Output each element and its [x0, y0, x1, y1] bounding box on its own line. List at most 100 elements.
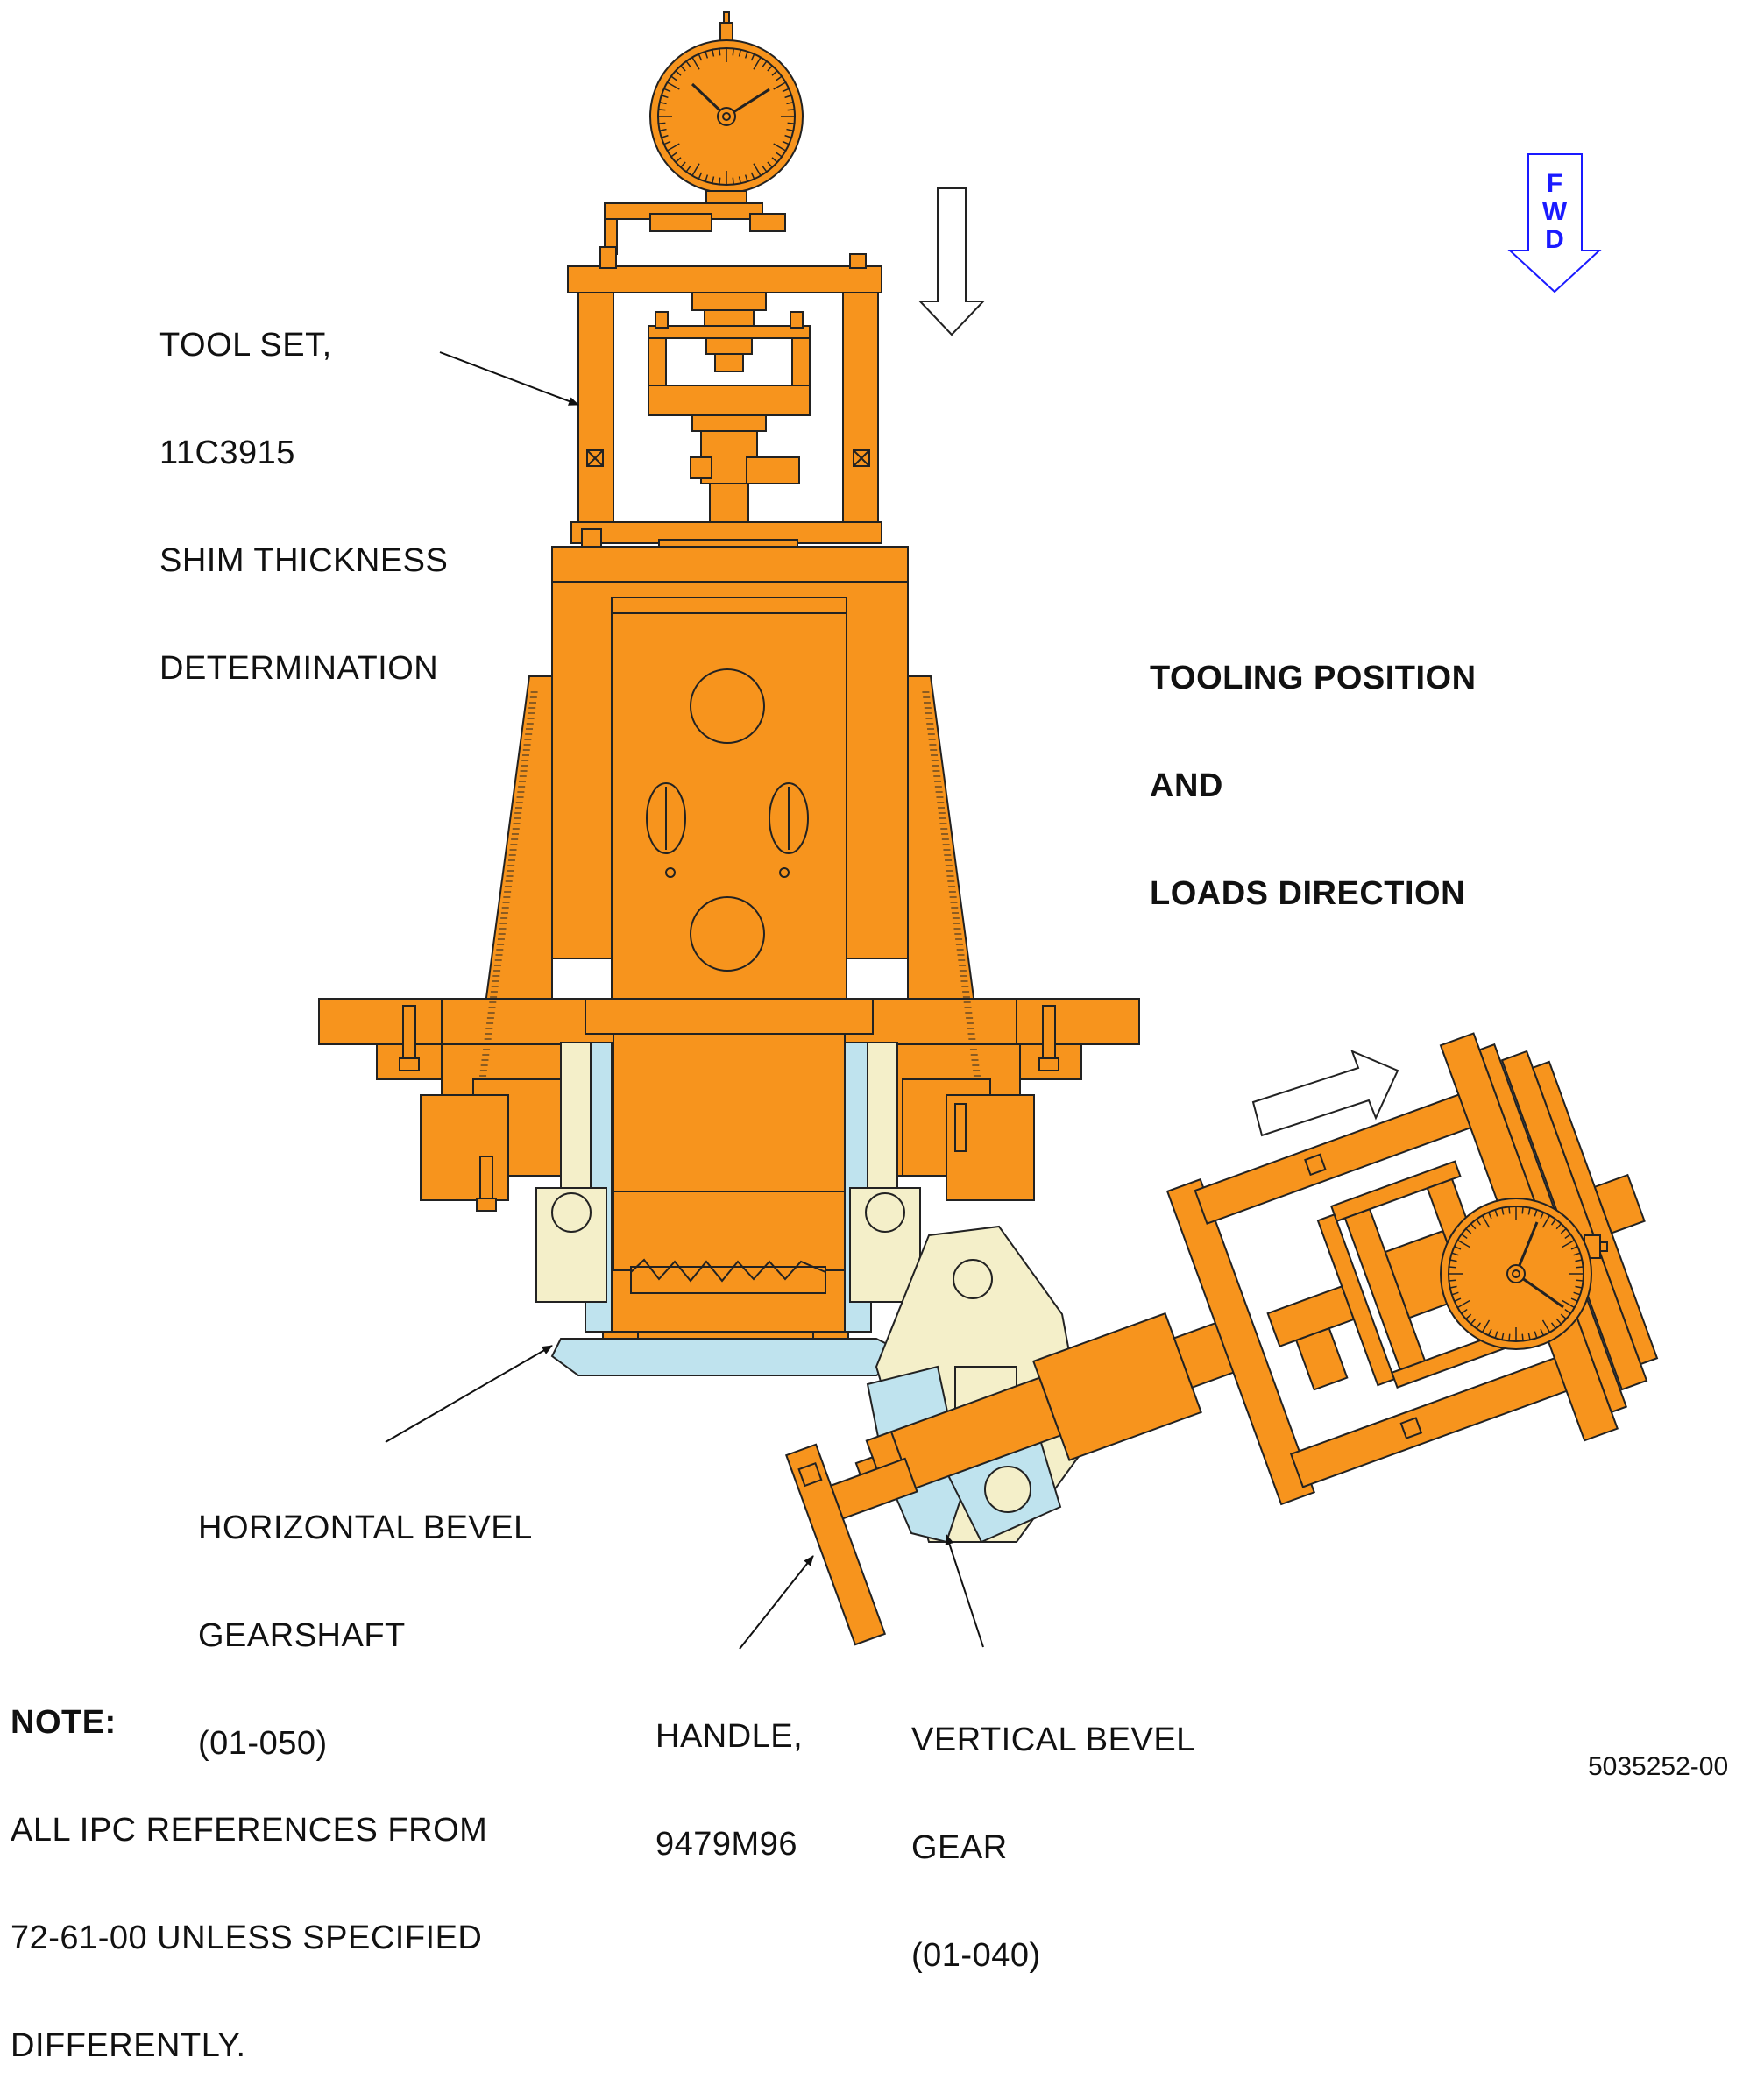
dial-tick: [691, 57, 700, 70]
tool-set-line3: SHIM THICKNESS: [159, 542, 449, 579]
dial-tick: [1481, 1319, 1491, 1333]
vertical-bevel-line2: GEAR: [911, 1829, 1008, 1866]
dial-tick: [1451, 1291, 1459, 1296]
dial-tick: [738, 176, 741, 184]
dial-tick: [753, 163, 762, 176]
dial-tick: [1540, 1328, 1545, 1336]
dial-tick: [786, 102, 794, 105]
upper-dial-ticks: [658, 48, 795, 185]
tooling-position-line2: AND: [1150, 767, 1223, 804]
dial-tick: [1562, 1239, 1576, 1248]
tooling-position-line3: LOADS DIRECTION: [1150, 875, 1466, 912]
dial-tick: [1454, 1297, 1462, 1303]
dial-tick: [661, 134, 669, 138]
dial-tick: [1461, 1308, 1468, 1314]
tooling-position-line1: TOOLING POSITION: [1150, 660, 1477, 696]
dial-tick: [1570, 1297, 1578, 1303]
dial-tick: [1540, 1212, 1545, 1220]
dial-tick: [1555, 1223, 1562, 1230]
dial-tick: [670, 152, 677, 158]
dial-tick: [1494, 1331, 1498, 1339]
dial-tick: [767, 65, 773, 72]
dial-tick: [1449, 1259, 1457, 1262]
tool-set-line2: 11C3915: [159, 435, 295, 471]
dial-tick: [1562, 1299, 1576, 1309]
dial-tick: [712, 49, 715, 57]
tool-set-line1: TOOL SET,: [159, 327, 332, 364]
dial-tick: [667, 143, 680, 152]
dial-tick: [1541, 1319, 1551, 1333]
dial-tick: [787, 122, 795, 124]
dial-tick: [750, 172, 755, 180]
dial-tick: [1550, 1219, 1556, 1226]
vertical-bevel-line3: (01-040): [911, 1937, 1041, 1974]
dial-tick: [744, 174, 748, 182]
dial-tick: [1501, 1333, 1505, 1340]
dial-tick: [698, 53, 703, 61]
dial-tick: [658, 122, 666, 124]
dial-tick: [1456, 1239, 1470, 1248]
document-number: 5035252-00: [1588, 1752, 1729, 1781]
leader-vertical-bevel: [945, 1534, 984, 1648]
dial-tick: [784, 95, 792, 99]
dial-tick: [1560, 1227, 1567, 1234]
dial-tick: [691, 163, 700, 176]
lower-dial-ticks: [1449, 1206, 1584, 1341]
dial-tick: [776, 152, 783, 158]
diagram-canvas: [318, 11, 1659, 1650]
dial-tick: [782, 140, 790, 145]
note-line1: ALL IPC REFERENCES FROM: [11, 1812, 488, 1849]
dial-tick: [1487, 1328, 1492, 1336]
dial-tick: [1470, 1223, 1477, 1230]
handle-label: HANDLE, 9479M96: [655, 1647, 803, 1898]
dial-tick: [1508, 1206, 1511, 1214]
leader-tool-set: [439, 351, 579, 406]
dial-tick: [659, 128, 667, 131]
vertical-bevel-line1: VERTICAL BEVEL: [911, 1722, 1195, 1758]
dial-tick: [1521, 1206, 1524, 1214]
dial-tick: [661, 95, 669, 99]
dial-tick: [1494, 1209, 1498, 1217]
dial-tick: [762, 60, 768, 67]
dial-tick: [1449, 1266, 1456, 1269]
dial-tick: [1527, 1333, 1531, 1340]
dial-tick: [659, 102, 667, 105]
dial-tick: [698, 172, 703, 180]
dial-tick: [1476, 1219, 1482, 1226]
dial-tick: [776, 75, 783, 81]
fwd-letter-w: W: [1541, 197, 1568, 226]
dial-tick: [1521, 1333, 1524, 1341]
dial-tick: [675, 157, 682, 163]
horizontal-bevel-line3: (01-050): [198, 1725, 328, 1762]
upper-tool-frame: [567, 202, 882, 544]
dial-tick: [784, 134, 792, 138]
dial-tick: [712, 176, 715, 184]
dial-tick: [1461, 1234, 1468, 1240]
dial-tick: [1555, 1318, 1562, 1325]
tool-set-label: TOOL SET, 11C3915 SHIM THICKNESS DETERMI…: [159, 256, 448, 723]
dial-tick: [1476, 1322, 1482, 1329]
dial-tick: [1454, 1245, 1462, 1250]
dial-tick: [1449, 1285, 1457, 1289]
load-arrow-right: [1251, 1050, 1399, 1137]
leader-handle: [739, 1555, 814, 1650]
dial-tick: [771, 70, 778, 76]
leader-horizontal-bevel: [385, 1345, 553, 1443]
dial-tick: [705, 174, 709, 182]
dial-tick: [680, 161, 686, 168]
dial-tick: [705, 51, 709, 59]
dial-tick: [670, 75, 677, 81]
dial-tick: [1487, 1212, 1492, 1220]
dial-tick: [719, 48, 721, 56]
dial-tick: [786, 128, 794, 131]
dial-tick: [1451, 1252, 1459, 1256]
dial-tick: [1501, 1207, 1505, 1215]
load-arrow-down: [918, 187, 986, 336]
dial-tick: [1508, 1333, 1511, 1341]
dial-tick: [1550, 1322, 1556, 1329]
horizontal-bevel-label: HORIZONTAL BEVEL GEARSHAFT (01-050): [198, 1439, 533, 1798]
note-line2: 72-61-00 UNLESS SPECIFIED: [11, 1920, 483, 1956]
dial-tick: [1465, 1227, 1472, 1234]
handle-tool: [784, 1443, 918, 1646]
dial-tick: [782, 88, 790, 93]
